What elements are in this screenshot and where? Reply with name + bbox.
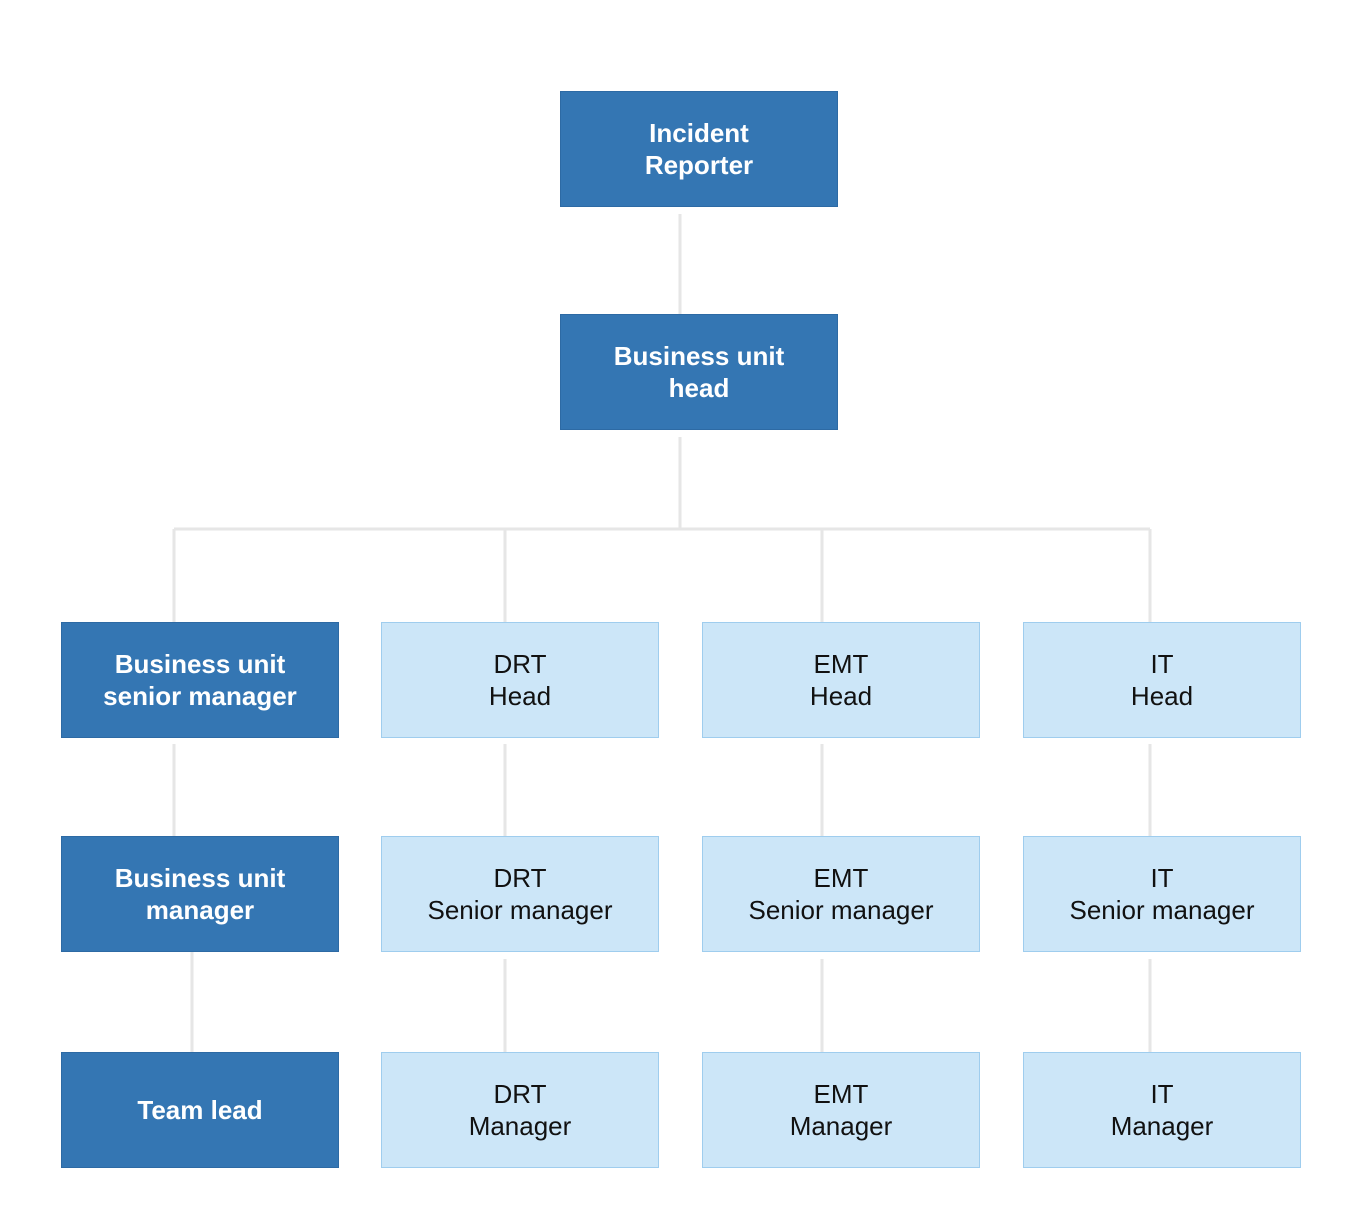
node-drt-head: DRT Head xyxy=(381,622,659,738)
node-label-line-2: senior manager xyxy=(103,681,297,711)
node-incident-reporter: Incident Reporter xyxy=(560,91,838,207)
node-label-line-2: Manager xyxy=(1110,1111,1214,1141)
node-label-line-1: Business unit xyxy=(613,341,785,371)
node-label-line-2: Head xyxy=(488,681,552,711)
node-label-line-2: Head xyxy=(1130,681,1194,711)
node-label-line-1: EMT xyxy=(813,649,869,679)
node-label-line-1: IT xyxy=(1150,1079,1174,1109)
node-it-head: IT Head xyxy=(1023,622,1301,738)
node-business-unit-head: Business unit head xyxy=(560,314,838,430)
node-label-line-2: Head xyxy=(809,681,873,711)
node-label-line-2: head xyxy=(668,373,730,403)
node-label-line-2: Senior manager xyxy=(1069,895,1255,925)
node-label-line-1: IT xyxy=(1150,649,1174,679)
node-business-unit-manager: Business unit manager xyxy=(61,836,339,952)
node-drt-manager: DRT Manager xyxy=(381,1052,659,1168)
node-label-line-2: Reporter xyxy=(644,150,754,180)
node-label-line-1: DRT xyxy=(493,863,547,893)
node-label-line-1: DRT xyxy=(493,1079,547,1109)
node-it-manager: IT Manager xyxy=(1023,1052,1301,1168)
node-label-line-2: Senior manager xyxy=(748,895,934,925)
node-label-line-2: Manager xyxy=(468,1111,572,1141)
node-label-line-1: Business unit xyxy=(114,863,286,893)
node-team-lead: Team lead xyxy=(61,1052,339,1168)
node-business-unit-senior-manager: Business unit senior manager xyxy=(61,622,339,738)
node-label-line-2: Senior manager xyxy=(427,895,613,925)
node-label-line-2: manager xyxy=(145,895,255,925)
node-emt-head: EMT Head xyxy=(702,622,980,738)
node-drt-senior-manager: DRT Senior manager xyxy=(381,836,659,952)
node-label-line-1: DRT xyxy=(493,649,547,679)
node-label-line-1: Business unit xyxy=(114,649,286,679)
node-label-line-1: EMT xyxy=(813,863,869,893)
node-label-line-1: EMT xyxy=(813,1079,869,1109)
node-it-senior-manager: IT Senior manager xyxy=(1023,836,1301,952)
node-label-line-1: Team lead xyxy=(137,1095,263,1125)
node-label-line-1: Incident xyxy=(649,118,749,148)
node-emt-senior-manager: EMT Senior manager xyxy=(702,836,980,952)
node-label-line-1: IT xyxy=(1150,863,1174,893)
node-emt-manager: EMT Manager xyxy=(702,1052,980,1168)
node-label-line-2: Manager xyxy=(789,1111,893,1141)
